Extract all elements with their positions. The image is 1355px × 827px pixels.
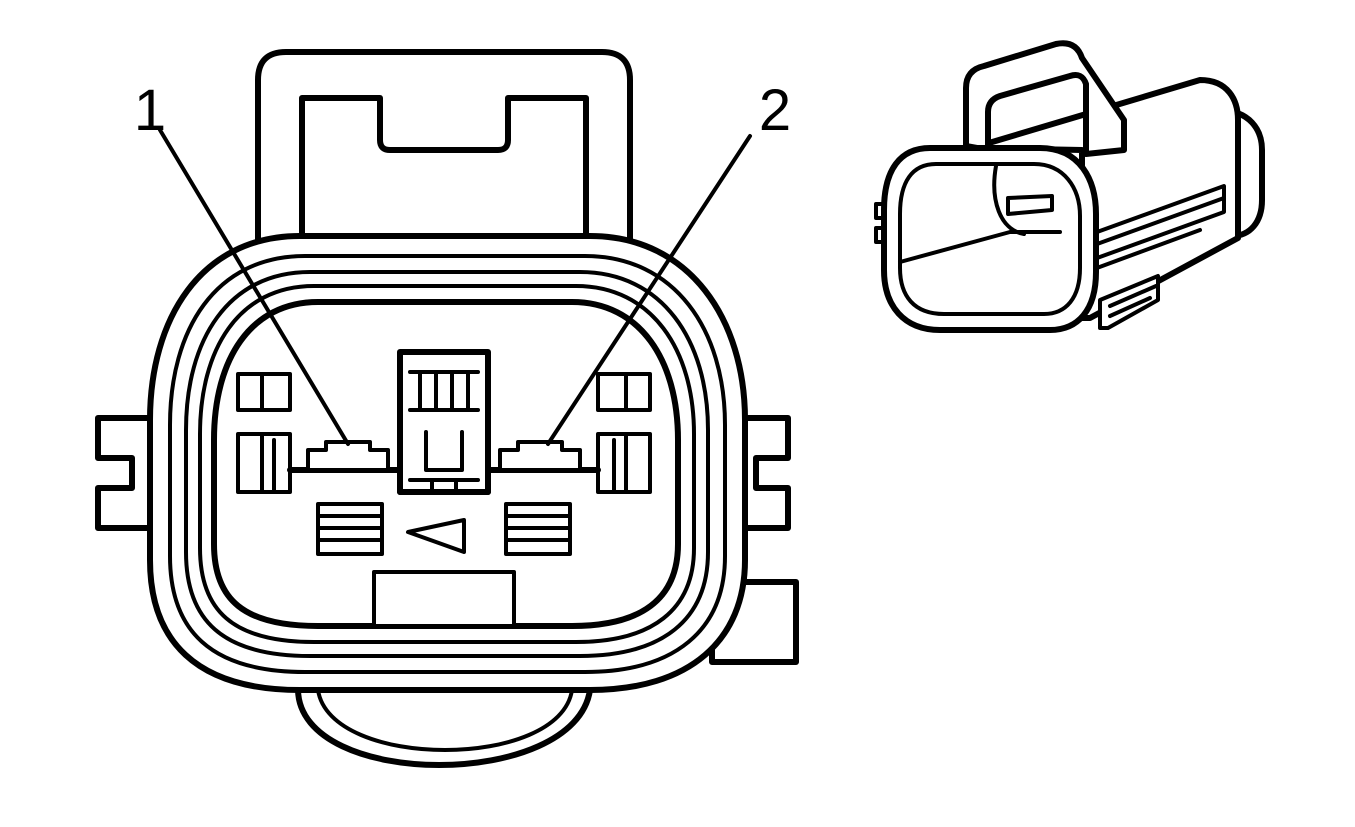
right-latch-detail xyxy=(612,372,628,494)
seal-ring-2 xyxy=(184,270,710,658)
terminal-block xyxy=(236,349,652,628)
terminal-2 xyxy=(498,440,582,472)
iso-inner-arc xyxy=(992,164,1026,236)
terminal-1 xyxy=(306,440,390,472)
connector-front-view xyxy=(95,49,799,768)
leader-line-2 xyxy=(546,134,752,446)
pin-one-indicator-triangle xyxy=(406,518,466,554)
locking-tab xyxy=(255,49,633,288)
bottom-key-slot xyxy=(372,570,516,628)
iso-rib-lines xyxy=(1084,196,1226,274)
rear-boss xyxy=(295,687,593,768)
callout-2-label: 2 xyxy=(759,78,791,143)
cavity-mark-left xyxy=(316,502,384,556)
seal-ring-3 xyxy=(198,284,696,644)
iso-body xyxy=(969,77,1241,321)
connector-isometric-view xyxy=(874,40,1265,333)
locking-tab-window xyxy=(299,95,589,251)
iso-locking-tab xyxy=(963,40,1127,157)
left-latch-detail xyxy=(260,372,276,494)
leader-line-1 xyxy=(158,128,350,446)
callout-1-label: 1 xyxy=(134,78,166,143)
seal-ring-1 xyxy=(168,254,727,674)
iso-front-opening xyxy=(898,162,1082,316)
iso-inner-detail xyxy=(898,194,1062,264)
rear-boss-ring xyxy=(316,688,574,752)
iso-front-ears xyxy=(874,202,886,244)
center-key-ribs xyxy=(408,370,480,494)
connector-cavity xyxy=(211,299,681,629)
iso-latch-lines xyxy=(1108,284,1158,318)
cavity-mark-right xyxy=(504,502,572,556)
